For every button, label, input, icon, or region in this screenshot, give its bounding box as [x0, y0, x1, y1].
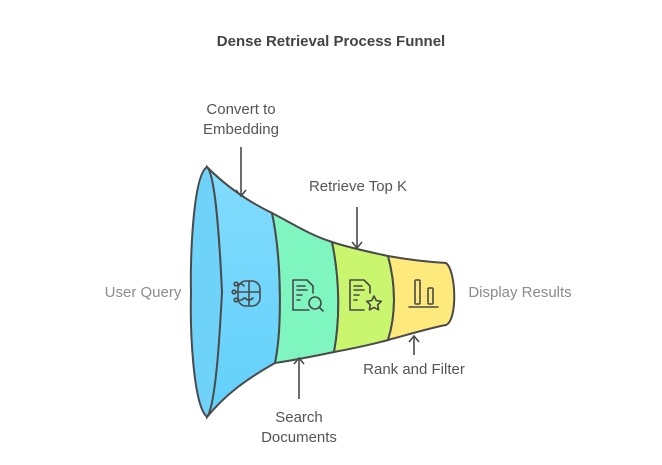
stage-label-convert-line2: Embedding: [203, 121, 279, 138]
stage-label-rank-line1: Rank and Filter: [363, 361, 465, 378]
funnel-stage-retrieve: [330, 240, 395, 354]
input-label: User Query: [104, 284, 182, 301]
arrow-convert: [235, 147, 247, 198]
stage-label-retrieve: Retrieve Top K: [296, 177, 420, 197]
arrow-retrieve: [351, 207, 363, 250]
document-search-icon: [292, 279, 324, 312]
stage-label-search-line1: Search: [275, 409, 323, 426]
arrow-rank: [408, 334, 420, 355]
diagram-title: Dense Retrieval Process Funnel: [216, 33, 446, 50]
stage-label-rank: Rank and Filter: [354, 360, 474, 380]
stage-label-convert: Convert to Embedding: [186, 100, 296, 140]
stage-label-convert-line1: Convert to: [206, 101, 276, 118]
stage-label-search-line2: Documents: [261, 429, 337, 446]
ai-face-circuit-icon: [231, 280, 261, 307]
document-star-icon: [349, 279, 383, 311]
funnel-mouth: [189, 165, 224, 419]
funnel-stage-search: [270, 211, 340, 365]
arrow-search: [293, 356, 305, 399]
bar-chart-icon: [408, 279, 439, 308]
stage-label-retrieve-line1: Retrieve Top K: [308, 178, 408, 195]
output-label: Display Results: [468, 284, 572, 301]
stage-label-search: Search Documents: [244, 408, 354, 448]
funnel-stage-rank: [386, 254, 456, 342]
